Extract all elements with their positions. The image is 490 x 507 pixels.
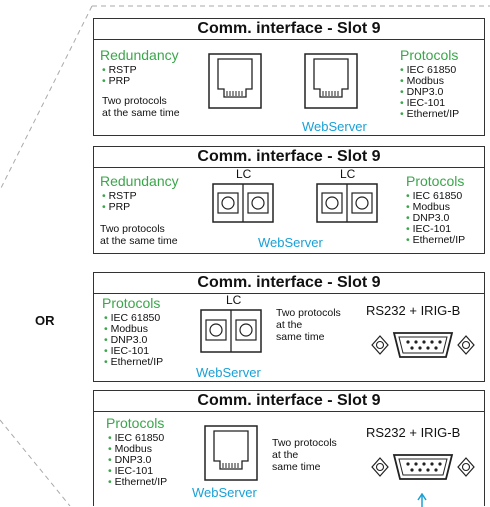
webserver-label: WebServer xyxy=(196,365,261,380)
list-item: Modbus xyxy=(400,76,459,87)
panel-ethernet-fiber: Comm. interface - Slot 9 Redundancy RSTP… xyxy=(93,146,485,254)
panel-title: Comm. interface - Slot 9 xyxy=(94,273,484,294)
redundancy-list: RSTP PRP xyxy=(102,65,137,87)
list-item: IEC-101 xyxy=(406,224,465,235)
list-item: PRP xyxy=(102,202,137,213)
list-item: Ethernet/IP xyxy=(406,235,466,246)
lc-label: LC xyxy=(226,293,242,307)
db9-serial-port-icon xyxy=(371,454,475,480)
lc-fiber-port-icon xyxy=(212,183,274,223)
list-item: IEC-101 xyxy=(108,466,167,477)
redundancy-title: Redundancy xyxy=(100,47,179,63)
protocols-list: IEC 61850 Modbus DNP3.0 IEC-101 Ethernet… xyxy=(104,313,164,368)
note-text: Two protocols at the same time xyxy=(272,437,337,473)
or-label: OR xyxy=(35,313,55,328)
list-item: IEC 61850 xyxy=(406,191,465,202)
db9-serial-port-icon xyxy=(371,332,475,358)
arrow-up-icon xyxy=(417,493,427,507)
lc-fiber-port-icon xyxy=(316,183,378,223)
list-item: DNP3.0 xyxy=(108,455,167,466)
list-item: Modbus xyxy=(104,324,163,335)
list-item: IEC 61850 xyxy=(400,65,459,76)
panel-title: Comm. interface - Slot 9 xyxy=(94,19,484,40)
list-item: DNP3.0 xyxy=(406,213,465,224)
protocols-title: Protocols xyxy=(400,47,459,63)
lc-label: LC xyxy=(236,167,252,181)
protocols-list: IEC 61850 Modbus DNP3.0 IEC-101 Ethernet… xyxy=(400,65,460,120)
webserver-label: WebServer xyxy=(258,235,323,250)
protocols-title: Protocols xyxy=(106,415,165,431)
rj45-port-icon xyxy=(208,53,262,109)
note-text: Two protocols at the same time xyxy=(102,95,180,119)
note-text: Two protocols at the same time xyxy=(100,223,178,247)
list-item: DNP3.0 xyxy=(400,87,459,98)
redundancy-list: RSTP PRP xyxy=(102,191,137,213)
lc-fiber-port-icon xyxy=(200,309,262,353)
list-item: Ethernet/IP xyxy=(400,109,460,120)
panel-title: Comm. interface - Slot 9 xyxy=(94,147,484,168)
list-item: Ethernet/IP xyxy=(104,357,164,368)
lc-label: LC xyxy=(340,167,356,181)
panel-title: Comm. interface - Slot 9 xyxy=(94,391,484,412)
protocols-list: IEC 61850 Modbus DNP3.0 IEC-101 Ethernet… xyxy=(406,191,466,246)
list-item: RSTP xyxy=(102,191,137,202)
list-item: Modbus xyxy=(108,444,167,455)
panel-ethernet-rj45: Comm. interface - Slot 9 Redundancy RSTP… xyxy=(93,18,485,136)
rj45-port-icon xyxy=(204,425,258,481)
list-item: PRP xyxy=(102,76,137,87)
panel-fiber-serial: Comm. interface - Slot 9 Protocols IEC 6… xyxy=(93,272,485,382)
webserver-label: WebServer xyxy=(302,119,367,134)
list-item: IEC-101 xyxy=(400,98,459,109)
serial-label: RS232 + IRIG-B xyxy=(366,425,461,440)
list-item: Modbus xyxy=(406,202,465,213)
protocols-title: Protocols xyxy=(406,173,465,189)
protocols-title: Protocols xyxy=(102,295,161,311)
list-item: DNP3.0 xyxy=(104,335,163,346)
redundancy-title: Redundancy xyxy=(100,173,179,189)
webserver-label: WebServer xyxy=(192,485,257,500)
list-item: Ethernet/IP xyxy=(108,477,168,488)
note-text: Two protocols at the same time xyxy=(276,307,341,343)
list-item: IEC-101 xyxy=(104,346,163,357)
list-item: RSTP xyxy=(102,65,137,76)
serial-label: RS232 + IRIG-B xyxy=(366,303,461,318)
list-item: IEC 61850 xyxy=(104,313,163,324)
rj45-port-icon xyxy=(304,53,358,109)
protocols-list: IEC 61850 Modbus DNP3.0 IEC-101 Ethernet… xyxy=(108,433,168,488)
panel-rj45-serial: Comm. interface - Slot 9 Protocols IEC 6… xyxy=(93,390,485,507)
list-item: IEC 61850 xyxy=(108,433,167,444)
